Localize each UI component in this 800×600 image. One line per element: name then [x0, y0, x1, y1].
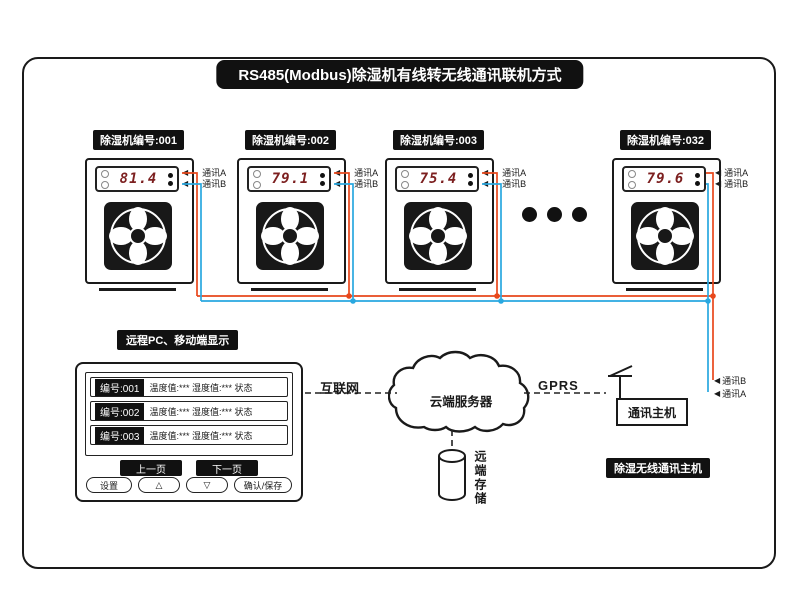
comm-b-label: ◀通讯B [334, 179, 379, 189]
comm-host-box: 通讯主机 [616, 398, 688, 426]
down-button[interactable]: ▽ [186, 477, 228, 493]
lcd-value: 81.4 [119, 171, 158, 187]
status-row: 编号:002 温度值:*** 湿度值:*** 状态 [90, 401, 288, 421]
host-comm-b-label: ◀通讯B [714, 376, 747, 386]
comm-b-label: ◀通讯B [715, 179, 749, 189]
remote-display-panel: 编号:001 温度值:*** 湿度值:*** 状态 编号:002 温度值:***… [75, 362, 303, 502]
indicator-leds [628, 169, 636, 189]
row-status-text: 温度值:*** 湿度值:*** 状态 [149, 382, 253, 393]
comm-a-label: ◀通讯A [334, 168, 379, 178]
host-comm-a-label: ◀通讯A [714, 389, 747, 399]
row-status-text: 温度值:*** 湿度值:*** 状态 [149, 430, 253, 441]
comm-a-label: ◀通讯A [482, 168, 527, 178]
unit-display: 81.4 [95, 166, 179, 192]
remote-storage-icon [438, 449, 466, 501]
diagram-title: RS485(Modbus)除湿机有线转无线通讯联机方式 [216, 60, 584, 89]
unit-id-label: 除湿机编号:001 [93, 130, 185, 150]
fan-icon [404, 202, 472, 270]
pager-row: 上一页 下一页 [77, 460, 301, 476]
row-status-text: 温度值:*** 湿度值:*** 状态 [149, 406, 253, 417]
indicator-leds [101, 169, 109, 189]
wire-arrow-icon: ◀ [334, 168, 341, 177]
comm-b-label: ◀通讯B [182, 179, 227, 189]
wire-arrow-icon: ◀ [715, 168, 722, 177]
unit-body: 81.4 [85, 158, 194, 284]
gprs-label: GPRS [538, 378, 579, 393]
lcd-value: 79.1 [271, 171, 310, 187]
unit-body: 79.1 [237, 158, 346, 284]
prev-page-button[interactable]: 上一页 [120, 460, 182, 476]
unit-id-label: 除湿机编号:032 [620, 130, 712, 150]
wire-arrow-icon: ◀ [482, 179, 489, 188]
lcd-value: 75.4 [419, 171, 458, 187]
dehumidifier-unit-002: 除湿机编号:002 79.1 ◀通讯A ◀通讯B [237, 130, 402, 300]
unit-display: 75.4 [395, 166, 479, 192]
confirm-save-button[interactable]: 确认/保存 [234, 477, 292, 493]
unit-id-label: 除湿机编号:003 [393, 130, 485, 150]
unit-stand [626, 288, 703, 291]
indicator-leds [253, 169, 261, 189]
comm-a-label: ◀通讯A [715, 168, 749, 178]
unit-stand [99, 288, 176, 291]
panel-screen: 编号:001 温度值:*** 湿度值:*** 状态 编号:002 温度值:***… [85, 372, 293, 456]
comm-b-label: ◀通讯B [482, 179, 527, 189]
wire-arrow-icon: ◀ [714, 389, 721, 398]
wire-arrow-icon: ◀ [714, 376, 721, 385]
unit-stand [251, 288, 328, 291]
remote-storage-label: 远端存储 [473, 450, 487, 506]
cloud-server-label: 云端服务器 [429, 395, 493, 409]
panel-caption: 远程PC、移动端显示 [117, 330, 239, 350]
wire-arrow-icon: ◀ [482, 168, 489, 177]
panel-controls: 设置 △ ▽ 确认/保存 [86, 477, 292, 493]
unit-body: 75.4 [385, 158, 494, 284]
display-buttons [695, 172, 700, 186]
fan-icon [631, 202, 699, 270]
indicator-leds [401, 169, 409, 189]
dehumidifier-unit-001: 除湿机编号:001 81.4 ◀通讯A ◀通讯B [85, 130, 250, 300]
status-row: 编号:003 温度值:*** 湿度值:*** 状态 [90, 425, 288, 445]
comm-a-label: ◀通讯A [182, 168, 227, 178]
wire-arrow-icon: ◀ [182, 179, 189, 188]
row-id-badge: 编号:002 [95, 402, 145, 420]
unit-body: 79.6 [612, 158, 721, 284]
up-button[interactable]: △ [138, 477, 180, 493]
unit-display: 79.1 [247, 166, 331, 192]
row-id-badge: 编号:003 [95, 426, 145, 444]
wire-arrow-icon: ◀ [334, 179, 341, 188]
fan-icon [104, 202, 172, 270]
wireless-host-caption: 除湿无线通讯主机 [606, 458, 710, 478]
wire-arrow-icon: ◀ [182, 168, 189, 177]
display-buttons [320, 172, 325, 186]
display-buttons [168, 172, 173, 186]
unit-display: 79.6 [622, 166, 706, 192]
internet-label: 互联网 [320, 381, 360, 396]
status-row: 编号:001 温度值:*** 湿度值:*** 状态 [90, 377, 288, 397]
row-id-badge: 编号:001 [95, 378, 145, 396]
wire-arrow-icon: ◀ [715, 179, 722, 188]
unit-stand [399, 288, 476, 291]
next-page-button[interactable]: 下一页 [196, 460, 258, 476]
settings-button[interactable]: 设置 [86, 477, 132, 493]
fan-icon [256, 202, 324, 270]
display-buttons [468, 172, 473, 186]
unit-id-label: 除湿机编号:002 [245, 130, 337, 150]
more-units-ellipsis [522, 207, 587, 222]
lcd-value: 79.6 [646, 171, 685, 187]
dehumidifier-unit-032: 除湿机编号:032 79.6 ◀通讯A ◀通讯B [612, 130, 777, 300]
